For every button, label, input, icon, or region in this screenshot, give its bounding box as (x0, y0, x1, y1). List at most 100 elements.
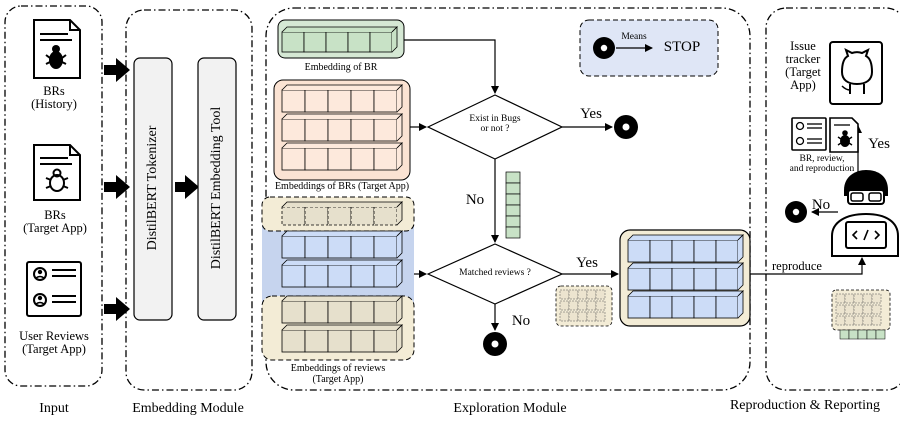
label-line: BR, review, (799, 154, 845, 164)
embedding-cell (281, 264, 306, 288)
embedding-frame (125, 9, 253, 391)
embedding-cell-top (281, 84, 403, 91)
reproduction-stack-cells (835, 293, 886, 340)
embedding-cell (505, 171, 521, 184)
embedding-cell-side (737, 290, 744, 319)
embedding-row (627, 262, 744, 291)
embedding-cell (304, 147, 329, 171)
embedding-cell (373, 329, 398, 353)
embedding-cell-top (281, 113, 403, 120)
reproduction-frame (765, 7, 900, 391)
embedding-cell (347, 31, 371, 53)
label-line: App) (790, 78, 816, 93)
embedding-cell (327, 147, 352, 171)
embedding-cell (671, 239, 695, 263)
embedding-cell (373, 147, 398, 171)
embedding-cell-side (396, 230, 403, 259)
embedding-cell (586, 311, 597, 322)
embedding-cell (862, 315, 873, 326)
embedding-tool-box (197, 57, 237, 321)
embedding-cell (866, 329, 877, 340)
stop-icon (483, 332, 507, 356)
embedding-cell (671, 295, 695, 319)
embedding-tool-label: DistilBERT Embedding Tool (209, 106, 224, 270)
embedding-cell (373, 89, 398, 113)
embedding-cell (577, 289, 588, 300)
tokenizer-box (133, 57, 173, 321)
embedding-cell (281, 235, 306, 259)
embedding-cell (327, 89, 352, 113)
embedding-cell (304, 300, 329, 324)
input-frame (4, 5, 103, 387)
embedding-cell (568, 311, 579, 322)
embedding-cell (373, 206, 398, 226)
embedding-cell (369, 31, 393, 53)
reproduction-section-title: Reproduction & Reporting (729, 398, 881, 413)
embedding-cell (373, 118, 398, 142)
embedding-cell (853, 315, 864, 326)
embedding-cell (577, 300, 588, 311)
tokenizer-label: DistilBERT Tokenizer (145, 125, 160, 251)
embedding-cell (505, 182, 521, 195)
embedding-cell-side (396, 259, 403, 288)
developer-icon (831, 170, 899, 257)
embedding-row (281, 142, 403, 171)
embedding-cell (649, 267, 673, 291)
embedding-cell (281, 206, 306, 226)
embedding-cell (595, 311, 606, 322)
embedding-row (281, 26, 398, 53)
bug-report-target-icon (33, 144, 81, 201)
embedding-cell (693, 239, 717, 263)
embedding-cell (871, 315, 882, 326)
embedding-cell (715, 239, 739, 263)
label-line: Exist in Bugs (469, 114, 521, 124)
embedding-cell (627, 295, 651, 319)
no-label: No (465, 192, 485, 208)
embedding-row (281, 201, 403, 226)
embedding-cell (350, 235, 375, 259)
bug-doc-icon (829, 117, 859, 153)
embedding-cell-top (627, 290, 744, 297)
embedding-cell (853, 304, 864, 315)
label-line: or not ? (480, 123, 510, 134)
embedding-cell (862, 293, 873, 304)
embedding-cell (586, 300, 597, 311)
embedding-cell (844, 315, 855, 326)
embedding-cell-side (737, 234, 744, 263)
embedding-cell (304, 206, 329, 226)
embedding-cell (839, 329, 850, 340)
embedding-cell (586, 289, 597, 300)
embedding-cell (853, 293, 864, 304)
legend-stop-label: STOP (663, 39, 701, 55)
embedding-cell (559, 311, 570, 322)
embedding-cell (505, 226, 521, 239)
embedding-cell (373, 235, 398, 259)
embedding-cell (304, 329, 329, 353)
embedding-cell-top (281, 201, 403, 208)
embedding-cell (844, 293, 855, 304)
embedding-cell (350, 147, 375, 171)
embedding-cell (835, 315, 846, 326)
label-line: and reproduction (789, 163, 855, 174)
embedding-cell-top (281, 26, 398, 33)
embedding-cell (559, 300, 570, 311)
embedding-cell (325, 31, 349, 53)
embedding-cell-top (281, 295, 403, 302)
embedding-cell (693, 267, 717, 291)
embedding-cell (693, 295, 717, 319)
user-reviews-icon (26, 261, 82, 317)
label-line: User Reviews (19, 329, 89, 343)
embedding-cell (848, 329, 859, 340)
label-line: tracker (785, 52, 821, 67)
embedding-cell (373, 264, 398, 288)
embedding-cell-top (627, 262, 744, 269)
input-arrows (104, 58, 199, 321)
embedding-cell (627, 239, 651, 263)
embedding-cell (715, 267, 739, 291)
embedding-cell-side (396, 113, 403, 142)
embedding-cell (281, 300, 306, 324)
embeddings-reviews-label: Embeddings of reviews (Target App) (268, 363, 408, 385)
label-line: BRs (44, 208, 66, 222)
decision2-label: Matched reviews ? (459, 268, 531, 278)
